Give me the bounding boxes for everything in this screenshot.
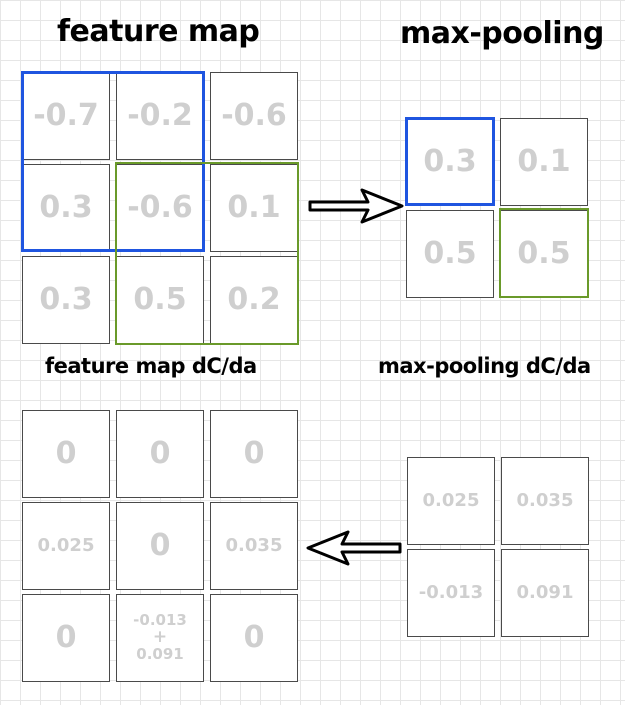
grad-cell: 0 xyxy=(22,594,110,682)
feature-map-title: feature map xyxy=(57,14,260,49)
feature-map-cell: 0.3 xyxy=(22,256,110,344)
max-pooling-grad-title: max-pooling dC/da xyxy=(378,354,591,378)
grad-cell-sum: -0.013 + 0.091 xyxy=(116,594,204,682)
max-pooling-title: max-pooling xyxy=(400,16,604,51)
grad-cell: 0 xyxy=(210,410,298,498)
pool-grad-cell: 0.035 xyxy=(501,457,589,545)
feature-map-cell: -0.7 xyxy=(22,72,110,160)
grad-cell: 0 xyxy=(22,410,110,498)
backward-arrow-icon xyxy=(306,530,402,566)
feature-map-cell: 0.1 xyxy=(210,164,298,252)
feature-map-cell: 0.3 xyxy=(22,164,110,252)
grad-cell: 0.035 xyxy=(210,502,298,590)
feature-map-cell: 0.2 xyxy=(210,256,298,344)
grad-sum-term-bottom: 0.091 xyxy=(136,644,184,663)
grad-sum-term-top: -0.013 xyxy=(133,611,187,630)
pool-grad-cell: -0.013 xyxy=(407,549,495,637)
feature-map-cell: -0.6 xyxy=(210,72,298,160)
max-pooling-cell: 0.1 xyxy=(500,118,588,206)
grad-cell: 0 xyxy=(116,410,204,498)
grad-cell: 0 xyxy=(116,502,204,590)
feature-map-cell: 0.5 xyxy=(116,256,204,344)
feature-map-grad-title: feature map dC/da xyxy=(45,354,257,378)
forward-arrow-icon xyxy=(308,188,404,224)
grad-cell: 0 xyxy=(210,594,298,682)
grad-cell: 0.025 xyxy=(22,502,110,590)
max-pooling-cell: 0.5 xyxy=(406,210,494,298)
feature-map-cell: -0.2 xyxy=(116,72,204,160)
pool-grad-cell: 0.025 xyxy=(407,457,495,545)
feature-map-cell: -0.6 xyxy=(116,164,204,252)
pool-grad-cell: 0.091 xyxy=(501,549,589,637)
max-pooling-cell: 0.5 xyxy=(500,210,588,298)
max-pooling-cell: 0.3 xyxy=(406,118,494,206)
grad-sum-operator: + xyxy=(152,627,168,648)
